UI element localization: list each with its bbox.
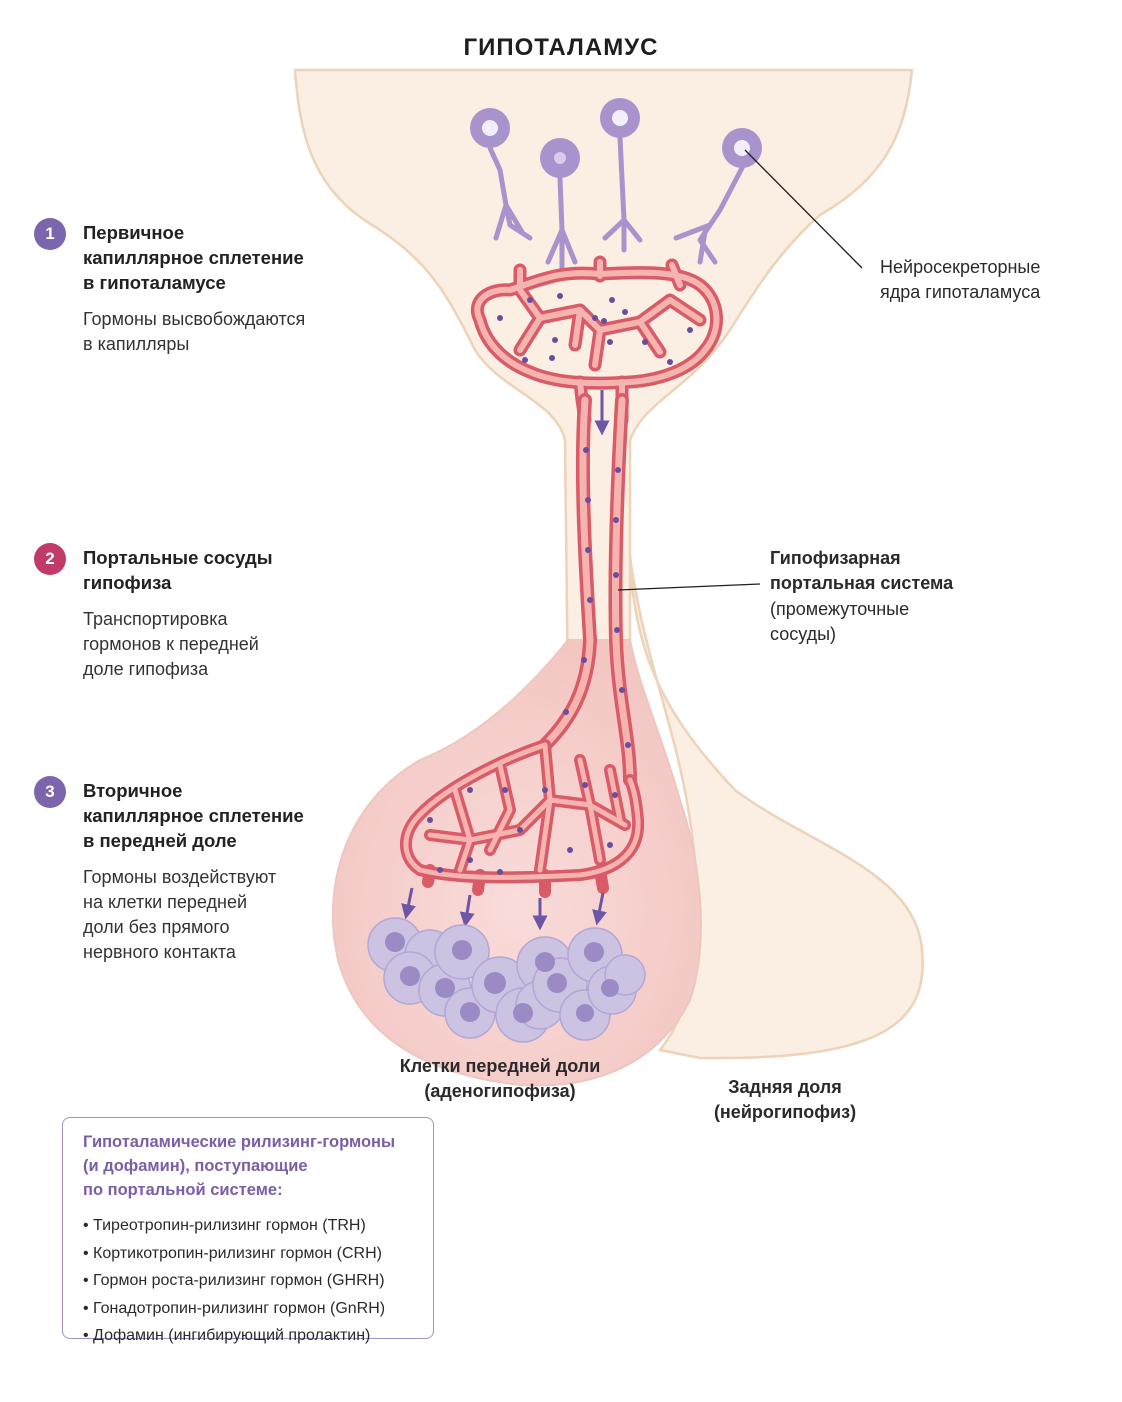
- leader-lines: [617, 149, 863, 591]
- label-portal-system-title: Гипофизарная портальная система: [770, 548, 954, 593]
- legend-box: Гипоталамические рилизинг-гормоны (и доф…: [62, 1117, 434, 1344]
- label-neurosecretory: Нейросекреторные ядра гипоталамуса: [880, 257, 1041, 302]
- step-3-badge: 3: [34, 776, 66, 808]
- label-anterior-lobe: Клетки передней доли (аденогипофиза): [399, 1056, 601, 1101]
- neuron: [540, 138, 580, 273]
- page-title: ГИПОТАЛАМУС: [463, 34, 659, 61]
- step-2-badge: 2: [34, 543, 66, 575]
- step-2-title: Портальные сосуды гипофиза: [83, 547, 273, 593]
- leader-neurosecretory: [744, 149, 863, 269]
- label-posterior-lobe: Задняя доля (нейрогипофиз): [713, 1077, 857, 1122]
- step-1-title: Первичное капиллярное сплетение в гипота…: [83, 222, 304, 293]
- leader-portal: [617, 583, 761, 591]
- primary-capillary-plexus: [470, 255, 723, 427]
- step-1: 1 Первичное капиллярное сплетение в гипо…: [34, 218, 354, 357]
- portal-vessels: [538, 393, 637, 787]
- neurosecretory-neurons: [470, 98, 762, 273]
- legend-item: Кортикотропин-рилизинг гормон (CRH): [83, 1240, 421, 1268]
- legend-item: Тиреотропин-рилизинг гормон (TRH): [83, 1212, 421, 1240]
- step-3: 3 Вторичное капиллярное сплетение в пере…: [34, 776, 354, 965]
- legend-title: Гипоталамические рилизинг-гормоны (и доф…: [83, 1133, 396, 1199]
- label-portal-system-note: (промежуточные сосуды): [770, 599, 910, 644]
- flow-arrows: [401, 390, 610, 931]
- anterior-pituitary-cells: [367, 917, 646, 1043]
- step-2-description: Транспортировка гормонов к передней доле…: [83, 609, 259, 679]
- legend-item: Гормон роста-рилизинг гормон (GHRH): [83, 1267, 421, 1295]
- arrow-to-cells: [592, 892, 607, 926]
- legend-item: Дофамин (ингибирующий пролактин): [83, 1322, 421, 1350]
- step-1-badge: 1: [34, 218, 66, 250]
- legend-item: Гонадотропин-рилизинг гормон (GnRH): [83, 1295, 421, 1323]
- step-1-description: Гормоны высвобождаются в капилляры: [83, 309, 306, 354]
- arrow-to-cells: [401, 887, 416, 920]
- step-2: 2 Портальные сосуды гипофиза Транспортир…: [34, 543, 354, 682]
- step-3-title: Вторичное капиллярное сплетение в передн…: [83, 780, 304, 851]
- neuron: [673, 128, 762, 265]
- legend-list: Тиреотропин-рилизинг гормон (TRH) Кортик…: [83, 1212, 421, 1350]
- neuron: [600, 98, 643, 253]
- hormone-granules: [427, 293, 693, 875]
- secondary-capillary-plexus: [400, 739, 645, 898]
- neuron: [470, 108, 533, 241]
- arrow-to-cells: [459, 894, 475, 928]
- step-3-description: Гормоны воздействуют на клетки передней …: [83, 867, 277, 962]
